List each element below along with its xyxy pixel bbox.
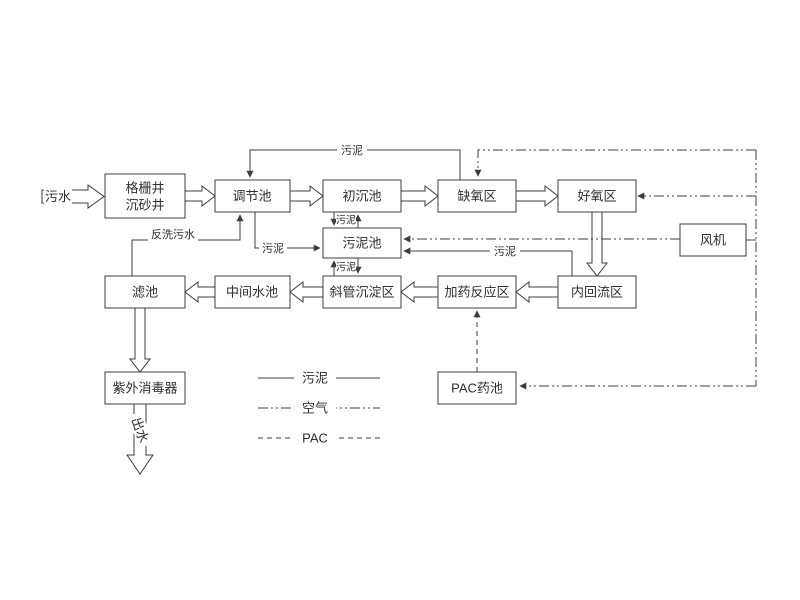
flow-arrow-grit-to-regulating [184,184,216,208]
node-anoxic-zone [437,179,517,213]
node-primary-sedimentation-tank [322,179,402,213]
influent-label-mask [44,189,72,204]
sludge-regulating-label: 污泥 [262,242,284,255]
flow-arrow-primary-to-anoxic [400,184,439,208]
node-blower-label: 风机 [700,233,726,248]
flow-arrow-dosing-to-inclined [400,280,439,304]
backwash-label: 反洗污水 [151,228,195,241]
node-uv-disinfector [104,371,186,405]
node-primary-sedimentation-label: 初沉池 [342,189,381,204]
node-inclined-tube-zone-label: 斜管沉淀区 [329,285,394,300]
node-sludge-tank-label: 污泥池 [342,236,381,251]
node-grit-well-label-line2: 沉砂井 [125,198,164,213]
effluent-label-group: 出水 [127,411,154,449]
node-grit-well [104,173,186,219]
legend-pac-mask [294,431,336,445]
effluent-label-mask [127,411,154,449]
node-pac-dosing-tank-label: PAC药池 [451,381,503,396]
legend-sludge-mask [294,371,336,385]
legend-air-mask [294,401,336,415]
sludge-top-label-mask [337,144,367,157]
node-filter-tank [104,275,186,309]
node-anoxic-zone-label: 缺氧区 [457,189,496,204]
backwash-label-mask [148,229,198,241]
sludge-line-regulating-to-tank [254,212,321,252]
sludge-primary-label: 污泥 [336,214,356,227]
node-intermediate-water-tank-label: 中间水池 [226,285,278,300]
air-line-top-to-anoxic [474,149,756,177]
node-blower [679,223,747,257]
flow-arrow-regulating-to-primary [289,184,324,208]
sludge-primary-label-mask [336,214,356,226]
influent-label: 污水 [45,189,71,204]
sludge-inclined-label-mask [336,261,356,273]
sludge-line-reflux-to-tank [403,247,573,276]
legend-pac-label: PAC [302,431,328,446]
node-filter-tank-label: 滤池 [132,285,158,300]
sludge-top-label: 污泥 [341,144,363,157]
sludge-reflux-label: 污泥 [494,245,516,258]
node-internal-reflux-zone [557,275,637,309]
node-intermediate-water-tank [214,275,291,309]
legend-sludge-label: 污泥 [302,371,328,386]
flow-arrow-anoxic-to-aerobic [515,184,559,208]
node-aerobic-zone [557,179,637,213]
effluent-label: 出水 [128,415,151,445]
node-regulating-tank [214,179,291,213]
node-sludge-tank [322,227,402,259]
node-dosing-reaction-zone-label: 加药反应区 [444,285,509,300]
flow-arrow-filter-to-uv [128,307,152,373]
node-dosing-reaction-zone [437,275,517,309]
sludge-inclined-label: 污泥 [336,261,356,274]
node-pac-dosing-tank [437,371,517,405]
flow-arrow-reflux-to-dosing [515,280,559,304]
flow-arrow-aerobic-to-reflux [585,211,609,277]
legend-air-label: 空气 [302,401,328,416]
node-aerobic-zone-label: 好氧区 [577,189,616,204]
node-grit-well-label-line1: 格栅井 [125,181,164,196]
node-inclined-tube-zone [322,275,402,309]
node-uv-disinfector-label: 紫外消毒器 [112,381,177,396]
backwash-line-filter-to-regulating [131,214,244,276]
sludge-reflux-label-mask [490,245,520,258]
flow-arrow-intermediate-to-filter [184,280,216,304]
node-internal-reflux-zone-label: 内回流区 [571,285,623,300]
flow-arrow-inclined-to-intermediate [289,280,324,304]
legend: 污泥 空气 PAC [258,371,380,446]
node-regulating-tank-label: 调节池 [232,189,271,204]
sludge-regulating-label-mask [259,242,287,254]
